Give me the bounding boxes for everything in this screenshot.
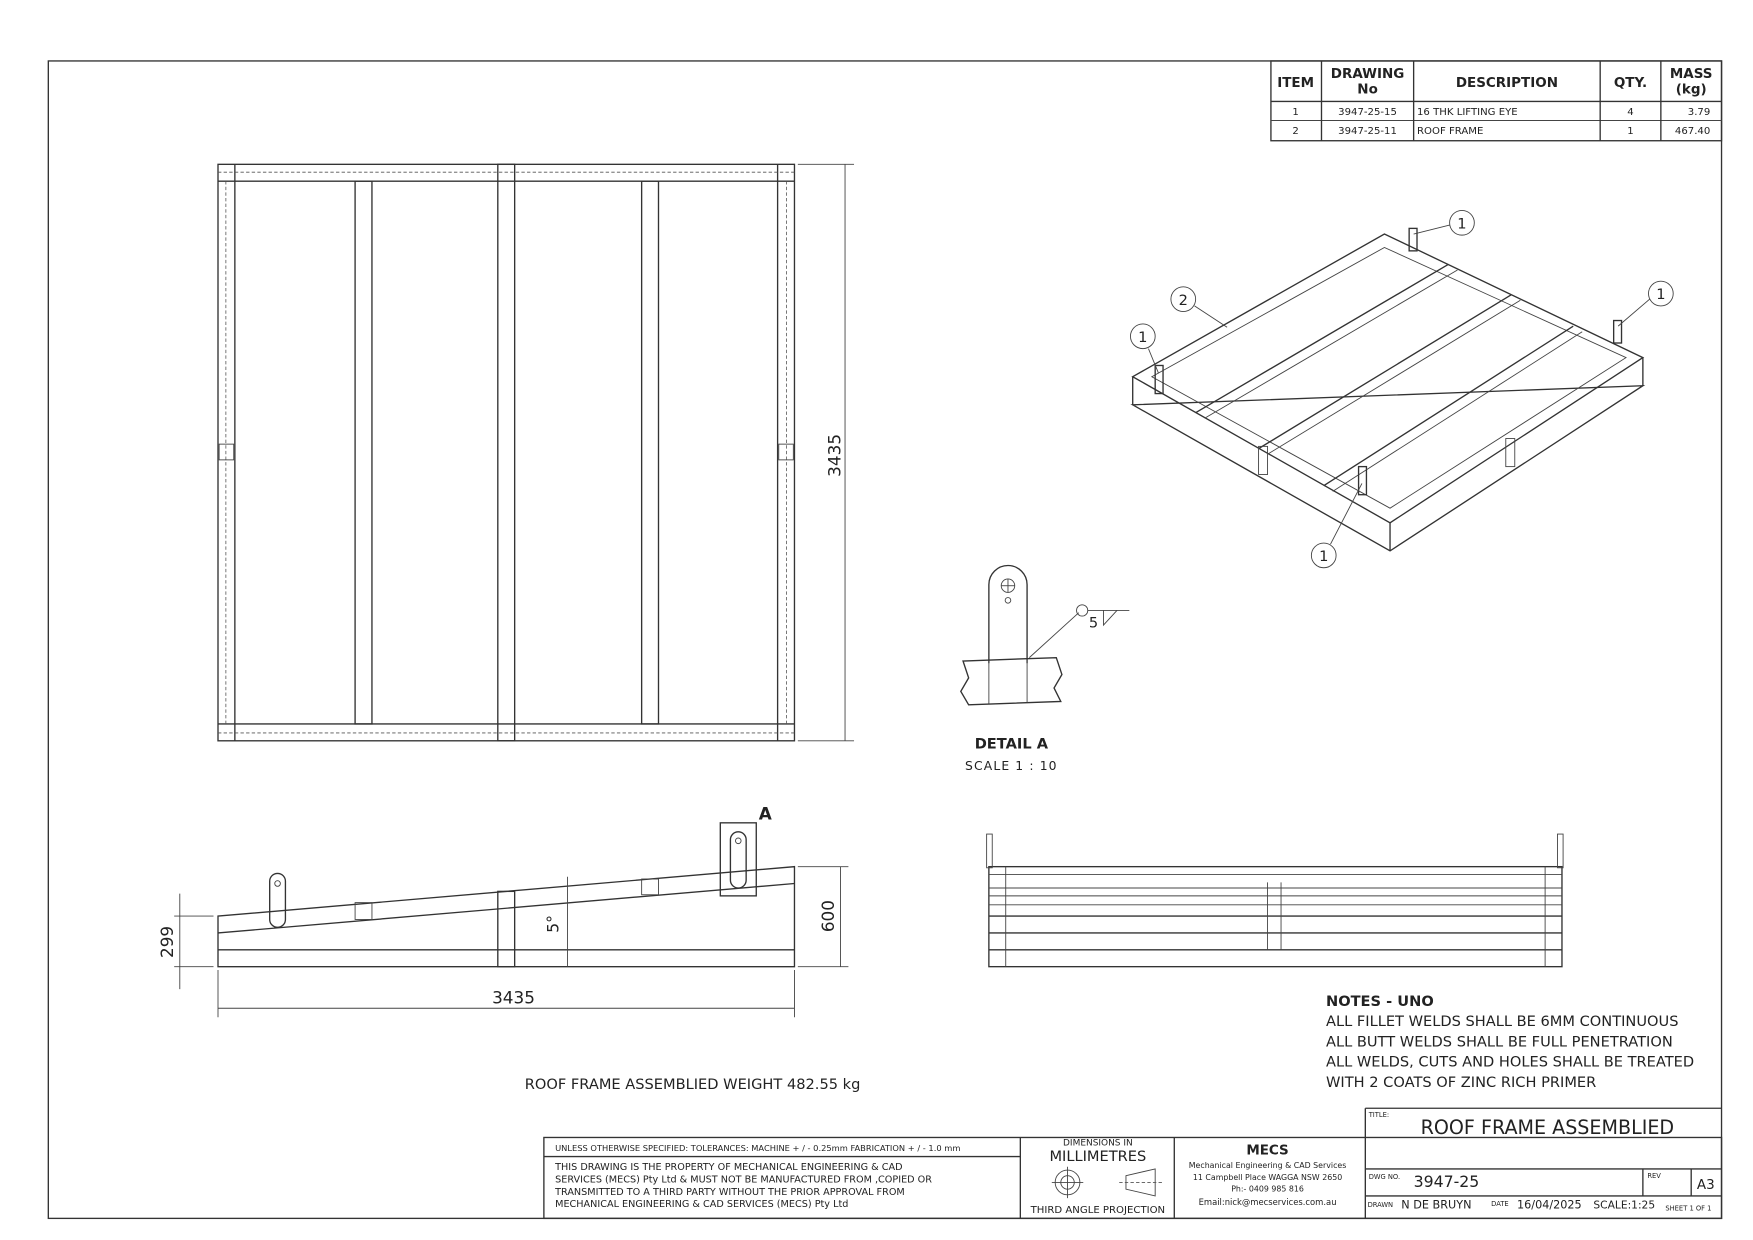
note-line: ALL BUTT WELDS SHALL BE FULL PENETRATION bbox=[1326, 1033, 1673, 1050]
sheet-size: A3 bbox=[1697, 1177, 1715, 1193]
date-label: DATE bbox=[1491, 1200, 1509, 1208]
bom-cell-mass: 3.79 bbox=[1688, 107, 1711, 118]
rev-label: REV bbox=[1647, 1172, 1661, 1180]
isometric-view: 1 1 1 1 2 bbox=[1130, 209, 1674, 569]
dwg-no: 3947-25 bbox=[1414, 1172, 1480, 1191]
note-line: ALL WELDS, CUTS AND HOLES SHALL BE TREAT… bbox=[1326, 1054, 1694, 1071]
company-email: Email:nick@mecservices.com.au bbox=[1199, 1197, 1337, 1207]
detail-scale: SCALE 1 : 10 bbox=[965, 759, 1058, 773]
dimension-label: 3435 bbox=[825, 434, 845, 477]
drawn-label: DRAWN bbox=[1368, 1201, 1394, 1209]
bom-cell-item: 2 bbox=[1292, 126, 1298, 137]
svg-text:2: 2 bbox=[1179, 292, 1188, 309]
dimension-label: 299 bbox=[157, 926, 177, 958]
note-line: WITH 2 COATS OF ZINC RICH PRIMER bbox=[1326, 1074, 1596, 1091]
company-name: Mechanical Engineering & CAD Services bbox=[1189, 1161, 1347, 1170]
balloon-item-1: 1 bbox=[1130, 323, 1159, 374]
third-angle-projection-icon bbox=[1051, 1166, 1162, 1199]
svg-text:1: 1 bbox=[1457, 215, 1466, 232]
bom-cell-drawing: 3947-25-15 bbox=[1338, 107, 1397, 118]
bom-cell-drawing: 3947-25-11 bbox=[1338, 126, 1397, 137]
bom-header-item: ITEM bbox=[1277, 75, 1314, 91]
bom-header-qty: QTY. bbox=[1614, 75, 1647, 91]
detail-marker: A bbox=[759, 803, 772, 823]
bom-cell-description: ROOF FRAME bbox=[1417, 126, 1483, 137]
bom-header-mass-unit: (kg) bbox=[1676, 82, 1707, 98]
dimension-high-height: 600 bbox=[797, 866, 849, 968]
drawing-title: ROOF FRAME ASSEMBLIED bbox=[1421, 1116, 1675, 1139]
sheet-number: SHEET 1 OF 1 bbox=[1665, 1205, 1711, 1213]
balloon-item-1: 1 bbox=[1413, 209, 1475, 236]
svg-text:1: 1 bbox=[1319, 548, 1328, 565]
bom-cell-mass: 467.40 bbox=[1675, 126, 1710, 137]
lifting-eye bbox=[729, 831, 747, 889]
property-text: SERVICES (MECS) Pty Ltd & MUST NOT BE MA… bbox=[555, 1174, 932, 1185]
company-address: 11 Campbell Place WAGGA NSW 2650 bbox=[1193, 1173, 1342, 1182]
plan-view: 3435 bbox=[217, 163, 855, 742]
bom-header-drawing-2: No bbox=[1357, 82, 1378, 98]
weld-size: 5 bbox=[1089, 614, 1098, 631]
bom-row: 1 3947-25-15 16 THK LIFTING EYE 4 3.79 bbox=[1292, 107, 1710, 118]
bom-cell-qty: 1 bbox=[1627, 126, 1633, 137]
angle-dimension: 5° bbox=[543, 915, 562, 933]
lifting-eye bbox=[269, 872, 287, 929]
title-label: TITLE: bbox=[1368, 1111, 1390, 1119]
bom-cell-description: 16 THK LIFTING EYE bbox=[1417, 107, 1518, 118]
dimension-label: 600 bbox=[818, 900, 838, 932]
scale: SCALE:1:25 bbox=[1593, 1198, 1655, 1211]
company-logo: MECS bbox=[1246, 1142, 1288, 1158]
bom-header-description: DESCRIPTION bbox=[1456, 75, 1558, 91]
projection-label: THIRD ANGLE PROJECTION bbox=[1030, 1205, 1166, 1216]
tolerances-text: UNLESS OTHERWISE SPECIFIED: TOLERANCES: … bbox=[555, 1143, 960, 1153]
balloon-item-1: 1 bbox=[1617, 280, 1674, 327]
dimensions-in-label: DIMENSIONS IN bbox=[1063, 1138, 1133, 1148]
units-label: MILLIMETRES bbox=[1049, 1148, 1146, 1165]
bom-row: 2 3947-25-11 ROOF FRAME 1 467.40 bbox=[1292, 126, 1710, 137]
bill-of-materials: ITEM DRAWING No DESCRIPTION QTY. MASS (k… bbox=[1270, 60, 1723, 142]
bom-header-drawing: DRAWING bbox=[1331, 66, 1405, 82]
svg-text:1: 1 bbox=[1656, 286, 1665, 303]
dimension-plan-height: 3435 bbox=[797, 163, 855, 742]
dimension-label: 3435 bbox=[492, 988, 535, 1008]
dwg-no-label: DWG NO. bbox=[1369, 1173, 1400, 1181]
bom-cell-qty: 4 bbox=[1627, 107, 1633, 118]
bom-cell-item: 1 bbox=[1292, 107, 1298, 118]
company-phone: Ph:- 0409 985 816 bbox=[1231, 1184, 1304, 1193]
front-elevation bbox=[986, 833, 1564, 968]
dimension-low-height: 299 bbox=[157, 893, 214, 990]
balloon-item-1: 1 bbox=[1310, 483, 1363, 569]
notes: NOTES - UNO ALL FILLET WELDS SHALL BE 6M… bbox=[1326, 993, 1694, 1091]
svg-text:1: 1 bbox=[1138, 329, 1147, 346]
notes-title: NOTES - UNO bbox=[1326, 993, 1434, 1010]
balloon-item-2: 2 bbox=[1170, 286, 1228, 328]
bom-header-mass: MASS bbox=[1670, 66, 1713, 82]
date: 16/04/2025 bbox=[1517, 1198, 1582, 1211]
detail-title: DETAIL A bbox=[975, 736, 1049, 753]
property-text: THIS DRAWING IS THE PROPERTY OF MECHANIC… bbox=[554, 1162, 902, 1173]
detail-a-view: 5 DETAIL A SCALE 1 : 10 bbox=[959, 564, 1130, 773]
property-text: MECHANICAL ENGINEERING & CAD SERVICES (M… bbox=[555, 1199, 848, 1210]
weight-note: ROOF FRAME ASSEMBLIED WEIGHT 482.55 kg bbox=[525, 1076, 861, 1093]
property-text: TRANSMITTED TO A THIRD PARTY WITHOUT THE… bbox=[554, 1187, 905, 1198]
title-block: UNLESS OTHERWISE SPECIFIED: TOLERANCES: … bbox=[543, 1107, 1723, 1220]
drawn-by: N DE BRUYN bbox=[1401, 1198, 1471, 1211]
dimension-width: 3435 bbox=[217, 970, 795, 1018]
note-line: ALL FILLET WELDS SHALL BE 6MM CONTINUOUS bbox=[1326, 1013, 1678, 1030]
side-elevation: A 5° 299 600 3435 bbox=[157, 803, 849, 1018]
